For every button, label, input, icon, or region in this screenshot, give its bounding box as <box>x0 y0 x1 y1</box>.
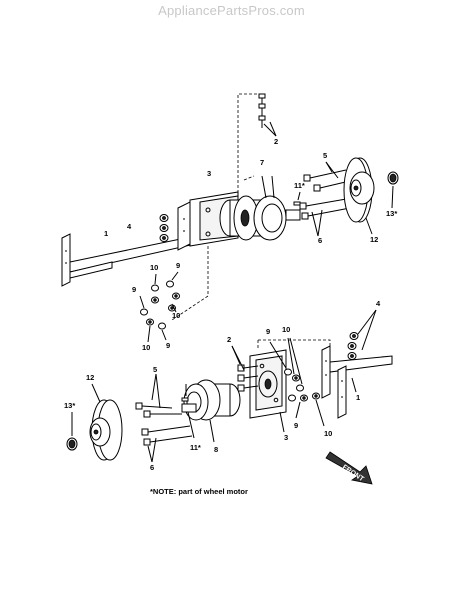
callout-9-bot-b: 9 <box>294 421 298 430</box>
callout-9-top-b: 9 <box>132 285 136 294</box>
part-9-10-hardware-lower <box>269 337 325 427</box>
callout-4-top: 4 <box>127 222 132 231</box>
part-8-wheel-motor-lower <box>181 379 241 443</box>
callout-6-top: 6 <box>318 236 322 245</box>
part-1-axle-bracket-upper <box>61 201 196 287</box>
front-direction-arrow: FRONT <box>325 451 373 485</box>
callout-10-bot-b: 10 <box>324 429 332 438</box>
part-13-nut-upper <box>387 171 399 209</box>
part-5-bolts-lower <box>135 373 182 418</box>
part-2-bolts-upper <box>258 93 277 137</box>
part-13-nut-lower <box>66 412 78 451</box>
callout-10-bot-a: 10 <box>282 325 290 334</box>
callout-7-top: 7 <box>260 158 264 167</box>
part-11-key-lower <box>181 384 195 439</box>
part-4-nuts-upper <box>159 214 169 242</box>
callout-3-bot: 3 <box>284 433 288 442</box>
callout-11-bot: 11* <box>190 443 201 452</box>
part-6-long-bolts-upper <box>299 197 353 237</box>
watermark: AppliancePartsPros.com <box>158 3 305 18</box>
part-6-long-bolts-lower <box>141 425 193 463</box>
callout-4-bot: 4 <box>376 299 381 308</box>
part-4-nuts-lower <box>347 309 377 360</box>
callout-5-bot: 5 <box>153 365 157 374</box>
part-1-axle-bracket-lower <box>321 345 393 419</box>
part-2-bolts-lower <box>231 345 259 392</box>
callout-1-bot: 1 <box>356 393 360 402</box>
callout-13-top: 13* <box>386 209 397 218</box>
callout-2-bot: 2 <box>227 335 231 344</box>
part-12-wheel-hub-upper <box>343 157 375 235</box>
callout-2-top: 2 <box>274 137 278 146</box>
callout-12-bot: 12 <box>86 373 94 382</box>
leader-dashed-lines-lower <box>257 339 331 348</box>
callout-9-top-c: 9 <box>166 341 170 350</box>
leader-dashed-lines-upper <box>171 93 262 321</box>
callout-9-top-a: 9 <box>176 261 180 270</box>
callout-13-bot: 13* <box>64 401 75 410</box>
callout-6-bot: 6 <box>150 463 154 472</box>
callout-8-bot: 8 <box>214 445 218 454</box>
callout-10-top-a: 10 <box>150 263 158 272</box>
callout-10-top-c: 10 <box>142 343 150 352</box>
part-11-key-upper <box>293 191 301 206</box>
callout-11-top: 11* <box>294 181 305 190</box>
callout-12-top: 12 <box>370 235 378 244</box>
part-3-mounting-plate-lower <box>249 349 287 433</box>
part-9-10-hardware-upper <box>139 271 180 343</box>
callout-1-top: 1 <box>104 229 108 238</box>
part-7-wheel-motor-upper <box>219 175 301 241</box>
footnote: *NOTE: part of wheel motor <box>150 487 248 496</box>
callout-9-bot-a: 9 <box>266 327 270 336</box>
callout-10-top-b: 10 <box>172 311 180 320</box>
part-12-wheel-hub-lower <box>89 383 123 461</box>
callout-5-top: 5 <box>323 151 327 160</box>
callout-3-top: 3 <box>207 169 211 178</box>
